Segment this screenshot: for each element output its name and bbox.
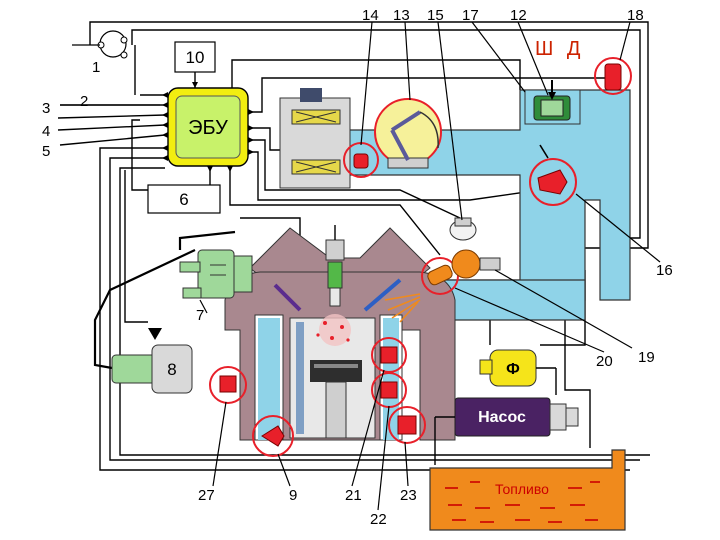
shd-label: Ш Д [535,38,584,60]
sensor-18 [594,57,632,95]
callout-22: 22 [370,511,387,528]
leader-lines [60,21,661,511]
callout-23: 23 [400,487,417,504]
callout-18: 18 [627,7,644,24]
callout-27: 27 [198,487,215,504]
callout-4: 4 [42,123,50,140]
fuel-pump: Насос [434,397,579,465]
box-6-label: 6 [179,190,188,209]
callout-13: 13 [393,7,410,24]
pump-label: Насос [478,409,526,426]
callout-5: 5 [42,143,50,160]
sensor-box-8: 8 [111,328,193,394]
callout-16: 16 [656,262,673,279]
fuel-tank: Топливо [429,449,626,531]
callout-21: 21 [345,487,362,504]
ecu-label: ЭБУ [188,117,228,139]
box-10-label: 10 [186,48,205,67]
sensor-27 [209,366,247,404]
callout-9: 9 [289,487,297,504]
injector-20 [384,257,459,323]
filter-label: Ф [506,361,520,378]
callout-3: 3 [42,100,50,117]
combustion-sparks [316,314,351,346]
idle-air-actuator: Ш Д [524,38,584,125]
sensor-9 [252,415,294,457]
callout-14: 14 [362,7,379,24]
fuel-pressure-regulator-19 [451,249,501,279]
callout-1: 1 [92,59,100,76]
sensor-box-10: 10 [174,41,216,88]
fuel-spray [384,293,421,323]
spark-plug [325,225,345,307]
callout-12: 12 [510,7,527,24]
callout-2: 2 [80,93,88,110]
sensor-23 [388,406,426,444]
ecu-block: ЭБУ [162,87,254,172]
callout-20: 20 [596,353,613,370]
ignition-coil [179,249,253,299]
box-8-label: 8 [167,360,176,379]
valve-15 [449,217,477,241]
fuel-filter: Ф [479,349,557,395]
callout-19: 19 [638,349,655,366]
callout-numbers: 1 2 3 4 5 7 9 12 13 14 15 16 17 18 19 20… [42,7,673,528]
callout-7: 7 [196,307,204,324]
throttle-valve [374,98,442,169]
sensor-box-6: 6 [147,184,221,214]
ignition-switch [72,30,128,59]
callout-15: 15 [427,7,444,24]
callout-17: 17 [462,7,479,24]
tank-label: Топливо [495,481,549,497]
sensor-16 [529,144,577,206]
